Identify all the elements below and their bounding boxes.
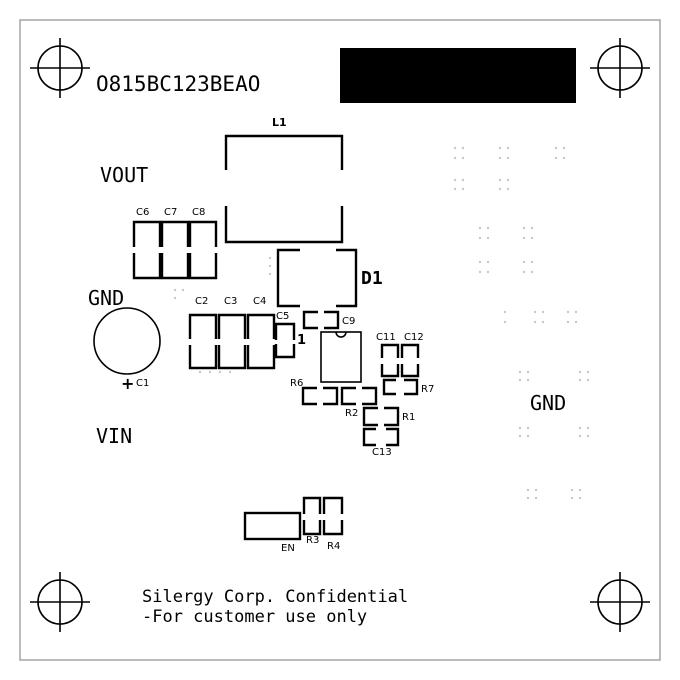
capacitor-c1 — [93, 307, 161, 375]
board-outline — [19, 19, 661, 661]
footer-line-2: -For customer use only — [142, 607, 367, 627]
resistor-r6 — [301, 386, 339, 406]
capacitor-c4 — [246, 313, 276, 370]
label-gnd-left: GND — [88, 286, 124, 310]
refdes-c7: C7 — [164, 207, 177, 218]
refdes-r1: R1 — [402, 412, 415, 423]
resistor-r4 — [322, 496, 344, 536]
refdes-c9: C9 — [342, 316, 355, 327]
refdes-c13: C13 — [372, 447, 392, 458]
ic-u1-notch — [335, 331, 347, 338]
resistor-r7 — [382, 378, 419, 396]
label-vin: VIN — [96, 424, 132, 448]
capacitor-c2 — [188, 313, 218, 370]
barcode-block — [340, 48, 576, 103]
mounting-hole-bottom-left — [30, 572, 90, 632]
part-number: O815BC123BEAO — [96, 72, 260, 96]
resistor-r3 — [302, 496, 322, 536]
refdes-c5: C5 — [276, 311, 289, 322]
refdes-c11: C11 — [376, 332, 396, 343]
refdes-d1: D1 — [361, 268, 383, 289]
refdes-r7: R7 — [421, 384, 434, 395]
refdes-c8: C8 — [192, 207, 205, 218]
resistor-r1 — [362, 406, 400, 427]
label-gnd-right: GND — [530, 391, 566, 415]
refdes-c12: C12 — [404, 332, 424, 343]
refdes-l1: L1 — [272, 116, 287, 129]
refdes-c4: C4 — [253, 296, 266, 307]
capacitor-c12 — [400, 343, 420, 378]
label-vout: VOUT — [100, 163, 148, 187]
refdes-c2: C2 — [195, 296, 208, 307]
mounting-hole-bottom-right — [590, 572, 650, 632]
c1-polarity-plus: + — [121, 374, 134, 393]
refdes-r4: R4 — [327, 541, 340, 552]
mounting-hole-top-left — [30, 38, 90, 98]
capacitor-c8 — [188, 220, 218, 280]
refdes-r6: R6 — [290, 378, 303, 389]
capacitor-c9 — [302, 310, 340, 330]
refdes-c6: C6 — [136, 207, 149, 218]
refdes-r2: R2 — [345, 408, 358, 419]
capacitor-c13 — [362, 427, 400, 447]
capacitor-c7 — [160, 220, 190, 280]
via-dots — [173, 146, 590, 500]
ic-u1-outline — [320, 331, 362, 383]
inductor-l1 — [224, 134, 344, 244]
capacitor-c6 — [132, 220, 162, 280]
refdes-c1: C1 — [136, 378, 149, 389]
connector-en — [243, 511, 302, 541]
mounting-hole-top-right — [590, 38, 650, 98]
footer-line-1: Silergy Corp. Confidential — [142, 587, 408, 607]
capacitor-c11 — [380, 343, 400, 378]
label-en: EN — [281, 543, 295, 554]
diode-d1 — [276, 248, 358, 308]
pin1-marker: 1 — [297, 333, 306, 348]
resistor-r2 — [340, 386, 378, 406]
refdes-c3: C3 — [224, 296, 237, 307]
capacitor-c5 — [274, 322, 296, 359]
refdes-r3: R3 — [306, 535, 319, 546]
capacitor-c3 — [217, 313, 247, 370]
